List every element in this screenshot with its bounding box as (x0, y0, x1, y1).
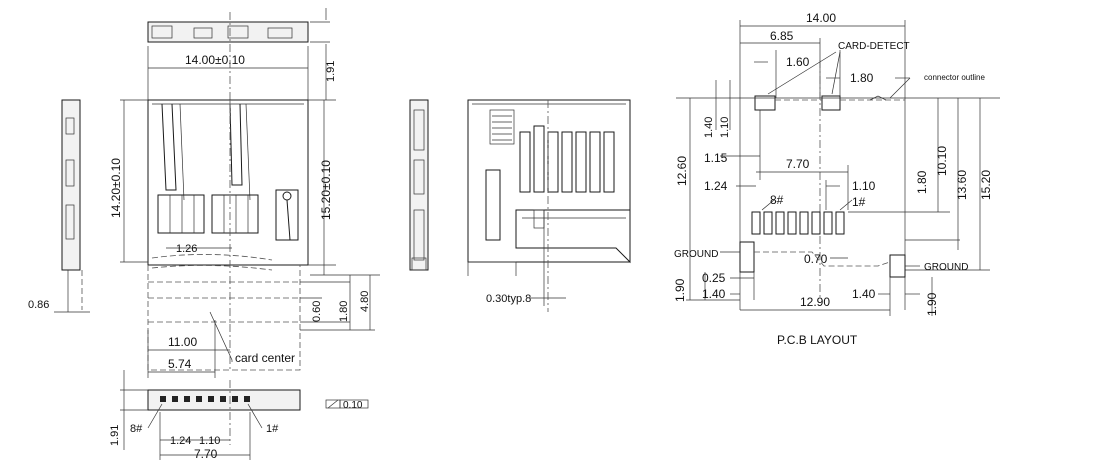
dim-height-lines (120, 99, 325, 275)
card-center-label: card center (235, 351, 295, 365)
pcb-dim-15-20: 15.20 (979, 170, 993, 200)
dim-flatness: 0.10 (343, 400, 363, 411)
pcb-dim-1-90b: 1.90 (925, 292, 939, 316)
pcb-pin-8: 8# (770, 193, 784, 207)
bottom-view (120, 370, 369, 460)
pcb-dim-1-24: 1.24 (704, 179, 728, 193)
dim-side-thickness: 0.86 (28, 299, 49, 311)
dim-pitch: 1.26 (176, 243, 197, 255)
dim-right-lines (300, 275, 375, 331)
pcb-dim-7-70: 7.70 (786, 157, 810, 171)
pcb-dim-12-90: 12.90 (800, 295, 830, 309)
pcb-width: 14.00 (806, 11, 836, 25)
main-body-view (147, 99, 380, 371)
pcb-dim-1-40b: 1.40 (702, 287, 726, 301)
pcb-dim-1-40c: 1.40 (852, 287, 876, 301)
dim-4-80: 4.80 (359, 291, 371, 312)
dim-pin-pitch: 0.30typ.8 (486, 293, 531, 305)
pcb-layout-title: P.C.B LAYOUT (777, 333, 858, 347)
pcb-dim-1-10b: 1.10 (852, 179, 876, 193)
pcb-dim-6-85: 6.85 (770, 29, 794, 43)
pcb-dim-13-60: 13.60 (955, 170, 969, 200)
dim-overall-height: 15.20±0.10 (319, 160, 333, 220)
pcb-dim-12-60: 12.60 (675, 156, 689, 186)
side-view (54, 99, 90, 313)
middle-side-view (409, 99, 429, 271)
pcb-dim-0-25: 0.25 (702, 271, 726, 285)
pcb-dim-1-60: 1.60 (786, 55, 810, 69)
card-detect-label: CARD-DETECT (838, 41, 910, 52)
pcb-dim-1-80b: 1.80 (915, 170, 929, 194)
pcb-dim-0-70: 0.70 (804, 252, 828, 266)
pcb-dim-1-80a: 1.80 (850, 71, 874, 85)
dim-bottom-lines (147, 311, 233, 378)
pin-1-label: 1# (266, 423, 279, 435)
dim-bottom-7-70: 7.70 (194, 447, 218, 461)
dim-bottom-1-91: 1.91 (109, 425, 121, 446)
top-profile-view (147, 8, 330, 100)
pcb-dim-1-90a: 1.90 (673, 278, 687, 302)
dim-bottom-1-24: 1.24 (170, 435, 191, 447)
dim-1-80: 1.80 (338, 301, 350, 322)
pcb-pin-1: 1# (852, 195, 866, 209)
pin-8-label: 8# (130, 423, 143, 435)
ground-left-label: GROUND (674, 249, 718, 260)
dim-1-91-top: 1.91 (325, 61, 337, 82)
dim-5-74: 5.74 (168, 357, 192, 371)
middle-front-view (467, 99, 631, 312)
dim-width-line (147, 46, 309, 100)
pcb-dim-1-40: 1.40 (703, 117, 715, 138)
dim-bottom-1-10: 1.10 (199, 435, 220, 447)
pcb-outline (676, 20, 1000, 316)
ground-right-label: GROUND (924, 262, 968, 273)
pcb-dim-1-10: 1.10 (719, 117, 731, 138)
pcb-dim-10-10: 10.10 (935, 146, 949, 176)
connector-outline-label: connector outline (924, 73, 985, 82)
pcb-dim-1-15: 1.15 (704, 151, 728, 165)
dim-width: 14.00±0.10 (185, 53, 245, 67)
dim-height: 14.20±0.10 (109, 158, 123, 218)
dim-11-00: 11.00 (168, 335, 197, 349)
dim-0-60: 0.60 (311, 301, 323, 322)
